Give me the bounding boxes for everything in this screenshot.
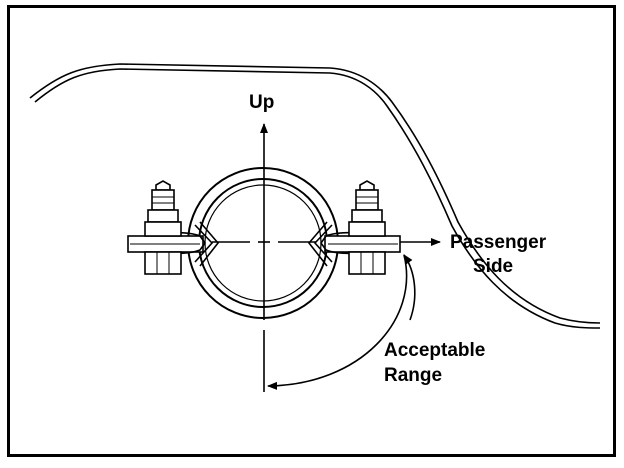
left-bolt: [144, 180, 182, 275]
label-passenger: Passenger: [450, 232, 547, 253]
label-acceptable: Acceptable: [384, 340, 485, 361]
acceptable-range-arrow: [267, 254, 416, 390]
right-bolt: [348, 180, 386, 275]
label-side: Side: [473, 256, 513, 277]
diagram-frame: [7, 5, 616, 457]
label-range: Range: [384, 365, 442, 386]
body-panel-outline: [29, 63, 601, 329]
label-up: Up: [249, 92, 274, 113]
